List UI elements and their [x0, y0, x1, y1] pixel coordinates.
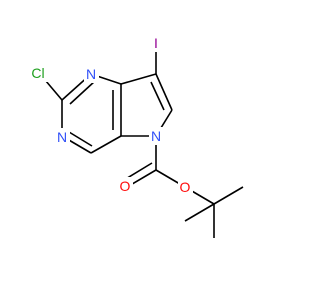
atom-nitrogen-5: N — [149, 127, 164, 145]
bond-c7a-c7 — [120, 73, 157, 85]
atom-nitrogen-1: N — [84, 65, 99, 83]
bond-c2-n1-double — [69, 80, 96, 105]
bond-c4-c4a — [90, 135, 122, 154]
bonds — [39, 44, 244, 238]
atom-ester-oxygen: O — [178, 178, 193, 196]
molecule-structure-diagram: I Cl N N N O O — [27, 34, 244, 238]
atom-iodine: I — [150, 34, 162, 52]
atom-labels: I Cl N N N O O — [27, 34, 193, 196]
bond-tbu-methyl-2 — [213, 186, 244, 205]
atom-nitrogen-3: N — [55, 128, 70, 146]
atom-chlorine: Cl — [27, 64, 49, 82]
bond-tbu-methyl-3 — [184, 203, 215, 222]
atom-label-nitrogen-1: N — [86, 66, 96, 82]
atom-label-chlorine: Cl — [31, 65, 44, 81]
atom-label-carbonyl-oxygen: O — [120, 178, 131, 194]
atom-label-nitrogen-5: N — [151, 128, 161, 144]
atom-label-ester-oxygen: O — [180, 179, 191, 195]
atom-carbonyl-oxygen: O — [118, 177, 133, 195]
atom-label-nitrogen-3: N — [57, 129, 67, 145]
bond-c7-c6 — [155, 73, 173, 111]
bond-n3-c4-double — [68, 131, 93, 147]
bond-c7-c6-double — [150, 81, 165, 111]
atom-label-iodine: I — [154, 35, 158, 51]
